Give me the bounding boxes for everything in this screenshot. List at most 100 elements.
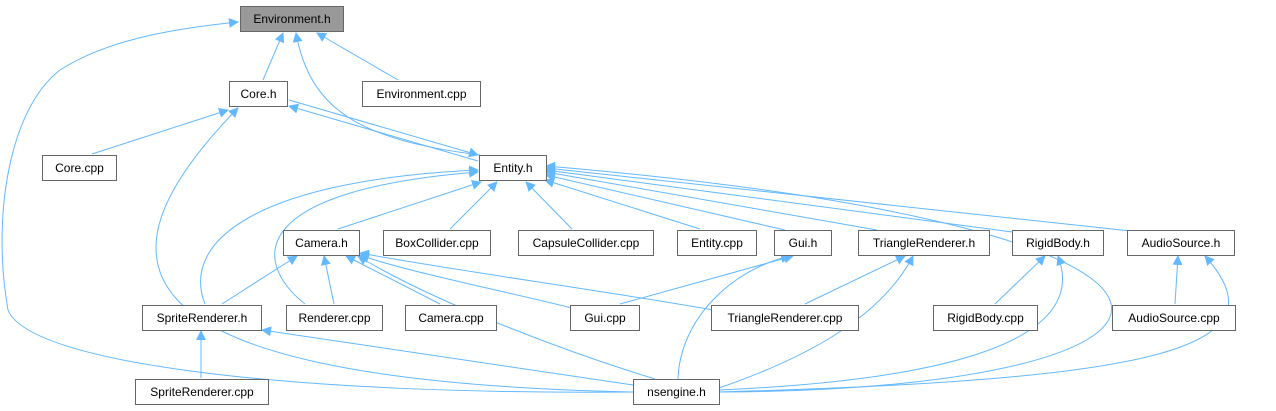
node-label: AudioSource.h: [1142, 236, 1221, 250]
node-gui-cpp[interactable]: Gui.cpp: [570, 305, 640, 331]
node-label: Camera.h: [295, 236, 348, 250]
edge-trianglerenderer-cpp-to-trianglerenderer-h: [804, 255, 906, 305]
node-audiosource-cpp[interactable]: AudioSource.cpp: [1112, 305, 1236, 331]
node-camera-h[interactable]: Camera.h: [283, 230, 360, 256]
node-box[interactable]: [383, 230, 491, 256]
node-box[interactable]: [240, 6, 344, 32]
node-label: Entity.h: [493, 161, 532, 175]
node-label: CapsuleCollider.cpp: [533, 236, 640, 250]
node-trianglerenderer-cpp[interactable]: TriangleRenderer.cpp: [711, 305, 859, 331]
node-box[interactable]: [677, 230, 757, 256]
edge-spriterenderer-h-to-entity-h: [200, 165, 479, 305]
node-box[interactable]: [135, 379, 269, 405]
node-spriterenderer-h[interactable]: SpriteRenderer.h: [142, 305, 262, 331]
node-box[interactable]: [774, 230, 832, 256]
node-gui-h[interactable]: Gui.h: [774, 230, 832, 256]
node-rigidbody-cpp[interactable]: RigidBody.cpp: [933, 305, 1038, 331]
node-trianglerenderer-h[interactable]: TriangleRenderer.h: [858, 230, 990, 256]
edge-nsengine-h-to-camera-h: [357, 255, 656, 380]
edges-layer: [1, 17, 1230, 393]
edge-nsengine-h-to-spriterenderer-h: [261, 326, 634, 386]
node-box[interactable]: [362, 81, 481, 107]
node-capsulecollider-cpp[interactable]: CapsuleCollider.cpp: [518, 230, 654, 256]
edge-trianglerenderer-cpp-to-camera-h: [359, 249, 714, 311]
node-label: Renderer.cpp: [298, 311, 370, 325]
node-core-h[interactable]: Core.h: [229, 81, 288, 107]
node-label: Entity.cpp: [691, 236, 743, 250]
node-box[interactable]: [405, 305, 497, 331]
edge-gui-h-to-entity-h: [545, 172, 786, 231]
node-entity-h[interactable]: Entity.h: [479, 155, 547, 181]
edge-entity-cpp-to-entity-h: [544, 177, 701, 230]
node-camera-cpp[interactable]: Camera.cpp: [405, 305, 497, 331]
node-rigidbody-h[interactable]: RigidBody.h: [1012, 230, 1104, 256]
edge-camera-cpp-to-camera-h: [345, 255, 441, 305]
node-box[interactable]: [711, 305, 859, 331]
edge-nsengine-h-to-rigidbody-h: [718, 255, 1066, 391]
node-box[interactable]: [1012, 230, 1104, 256]
node-label: TriangleRenderer.h: [873, 236, 975, 250]
node-renderer-cpp[interactable]: Renderer.cpp: [286, 305, 383, 331]
node-label: Environment.h: [253, 12, 330, 26]
node-label: Core.cpp: [55, 161, 104, 175]
edge-nsengine-h-to-entity-h: [545, 161, 1112, 393]
edge-env-cpp-to-env-h: [316, 32, 399, 81]
node-box[interactable]: [42, 155, 117, 181]
node-label: BoxCollider.cpp: [395, 236, 479, 250]
node-box[interactable]: [283, 230, 360, 256]
edge-renderer-cpp-to-camera-h: [320, 255, 335, 305]
node-label: Environment.cpp: [376, 87, 466, 101]
node-box[interactable]: [570, 305, 640, 331]
edge-nsengine-h-to-gui-h: [677, 253, 791, 380]
node-label: Camera.cpp: [418, 311, 484, 325]
node-label: TriangleRenderer.cpp: [728, 311, 843, 325]
edge-audiosource-cpp-to-audiosource-h: [1172, 255, 1183, 305]
edge-rigidbody-cpp-to-rigidbody-h: [994, 255, 1046, 305]
node-box[interactable]: [479, 155, 547, 181]
node-box[interactable]: [633, 379, 720, 405]
node-label: SpriteRenderer.h: [157, 311, 248, 325]
node-label: nsengine.h: [647, 385, 706, 399]
node-box[interactable]: [1112, 305, 1236, 331]
edge-core-cpp-to-core-h: [91, 108, 229, 155]
edge-trianglerenderer-h-to-entity-h: [545, 168, 878, 231]
node-box[interactable]: [518, 230, 654, 256]
node-spriterenderer-cpp[interactable]: SpriteRenderer.cpp: [135, 379, 269, 405]
edge-boxcollider-cpp-to-entity-h: [449, 181, 498, 230]
node-label: AudioSource.cpp: [1128, 311, 1220, 325]
node-audiosource-h[interactable]: AudioSource.h: [1127, 230, 1235, 256]
edge-nsengine-h-to-env-h: [1, 17, 634, 393]
node-core-cpp[interactable]: Core.cpp: [42, 155, 117, 181]
node-box[interactable]: [286, 305, 383, 331]
edge-gui-cpp-to-camera-h: [359, 253, 581, 311]
edge-renderer-cpp-to-entity-h: [274, 167, 479, 305]
edge-camera-h-to-entity-h: [337, 180, 482, 230]
node-env-cpp[interactable]: Environment.cpp: [362, 81, 481, 107]
node-box[interactable]: [229, 81, 288, 107]
node-label: Core.h: [240, 87, 276, 101]
edge-spriterenderer-h-to-camera-h: [221, 255, 298, 305]
node-label: Gui.cpp: [584, 311, 626, 325]
node-label: Gui.h: [789, 236, 818, 250]
edge-capsulecollider-cpp-to-entity-h: [525, 181, 573, 230]
edge-audiosource-h-to-entity-h: [545, 163, 1141, 233]
node-boxcollider-cpp[interactable]: BoxCollider.cpp: [383, 230, 491, 256]
node-label: SpriteRenderer.cpp: [150, 385, 254, 399]
node-label: RigidBody.h: [1026, 236, 1090, 250]
node-box[interactable]: [858, 230, 990, 256]
node-box[interactable]: [142, 305, 262, 331]
edge-entity-h-to-core-h: [288, 103, 479, 162]
node-box[interactable]: [1127, 230, 1235, 256]
node-env-h[interactable]: Environment.h: [240, 6, 344, 32]
node-entity-cpp[interactable]: Entity.cpp: [677, 230, 757, 256]
edge-nsengine-h-to-core-h: [155, 107, 634, 393]
node-label: RigidBody.cpp: [947, 311, 1024, 325]
node-box[interactable]: [933, 305, 1038, 331]
node-nsengine-h[interactable]: nsengine.h: [633, 379, 720, 405]
edge-core-h-to-entity-h: [288, 99, 479, 158]
edge-nsengine-h-to-trianglerenderer-h: [718, 255, 914, 389]
edge-rigidbody-h-to-entity-h: [545, 166, 1013, 233]
edge-nsengine-h-to-audiosource-h: [718, 255, 1230, 393]
